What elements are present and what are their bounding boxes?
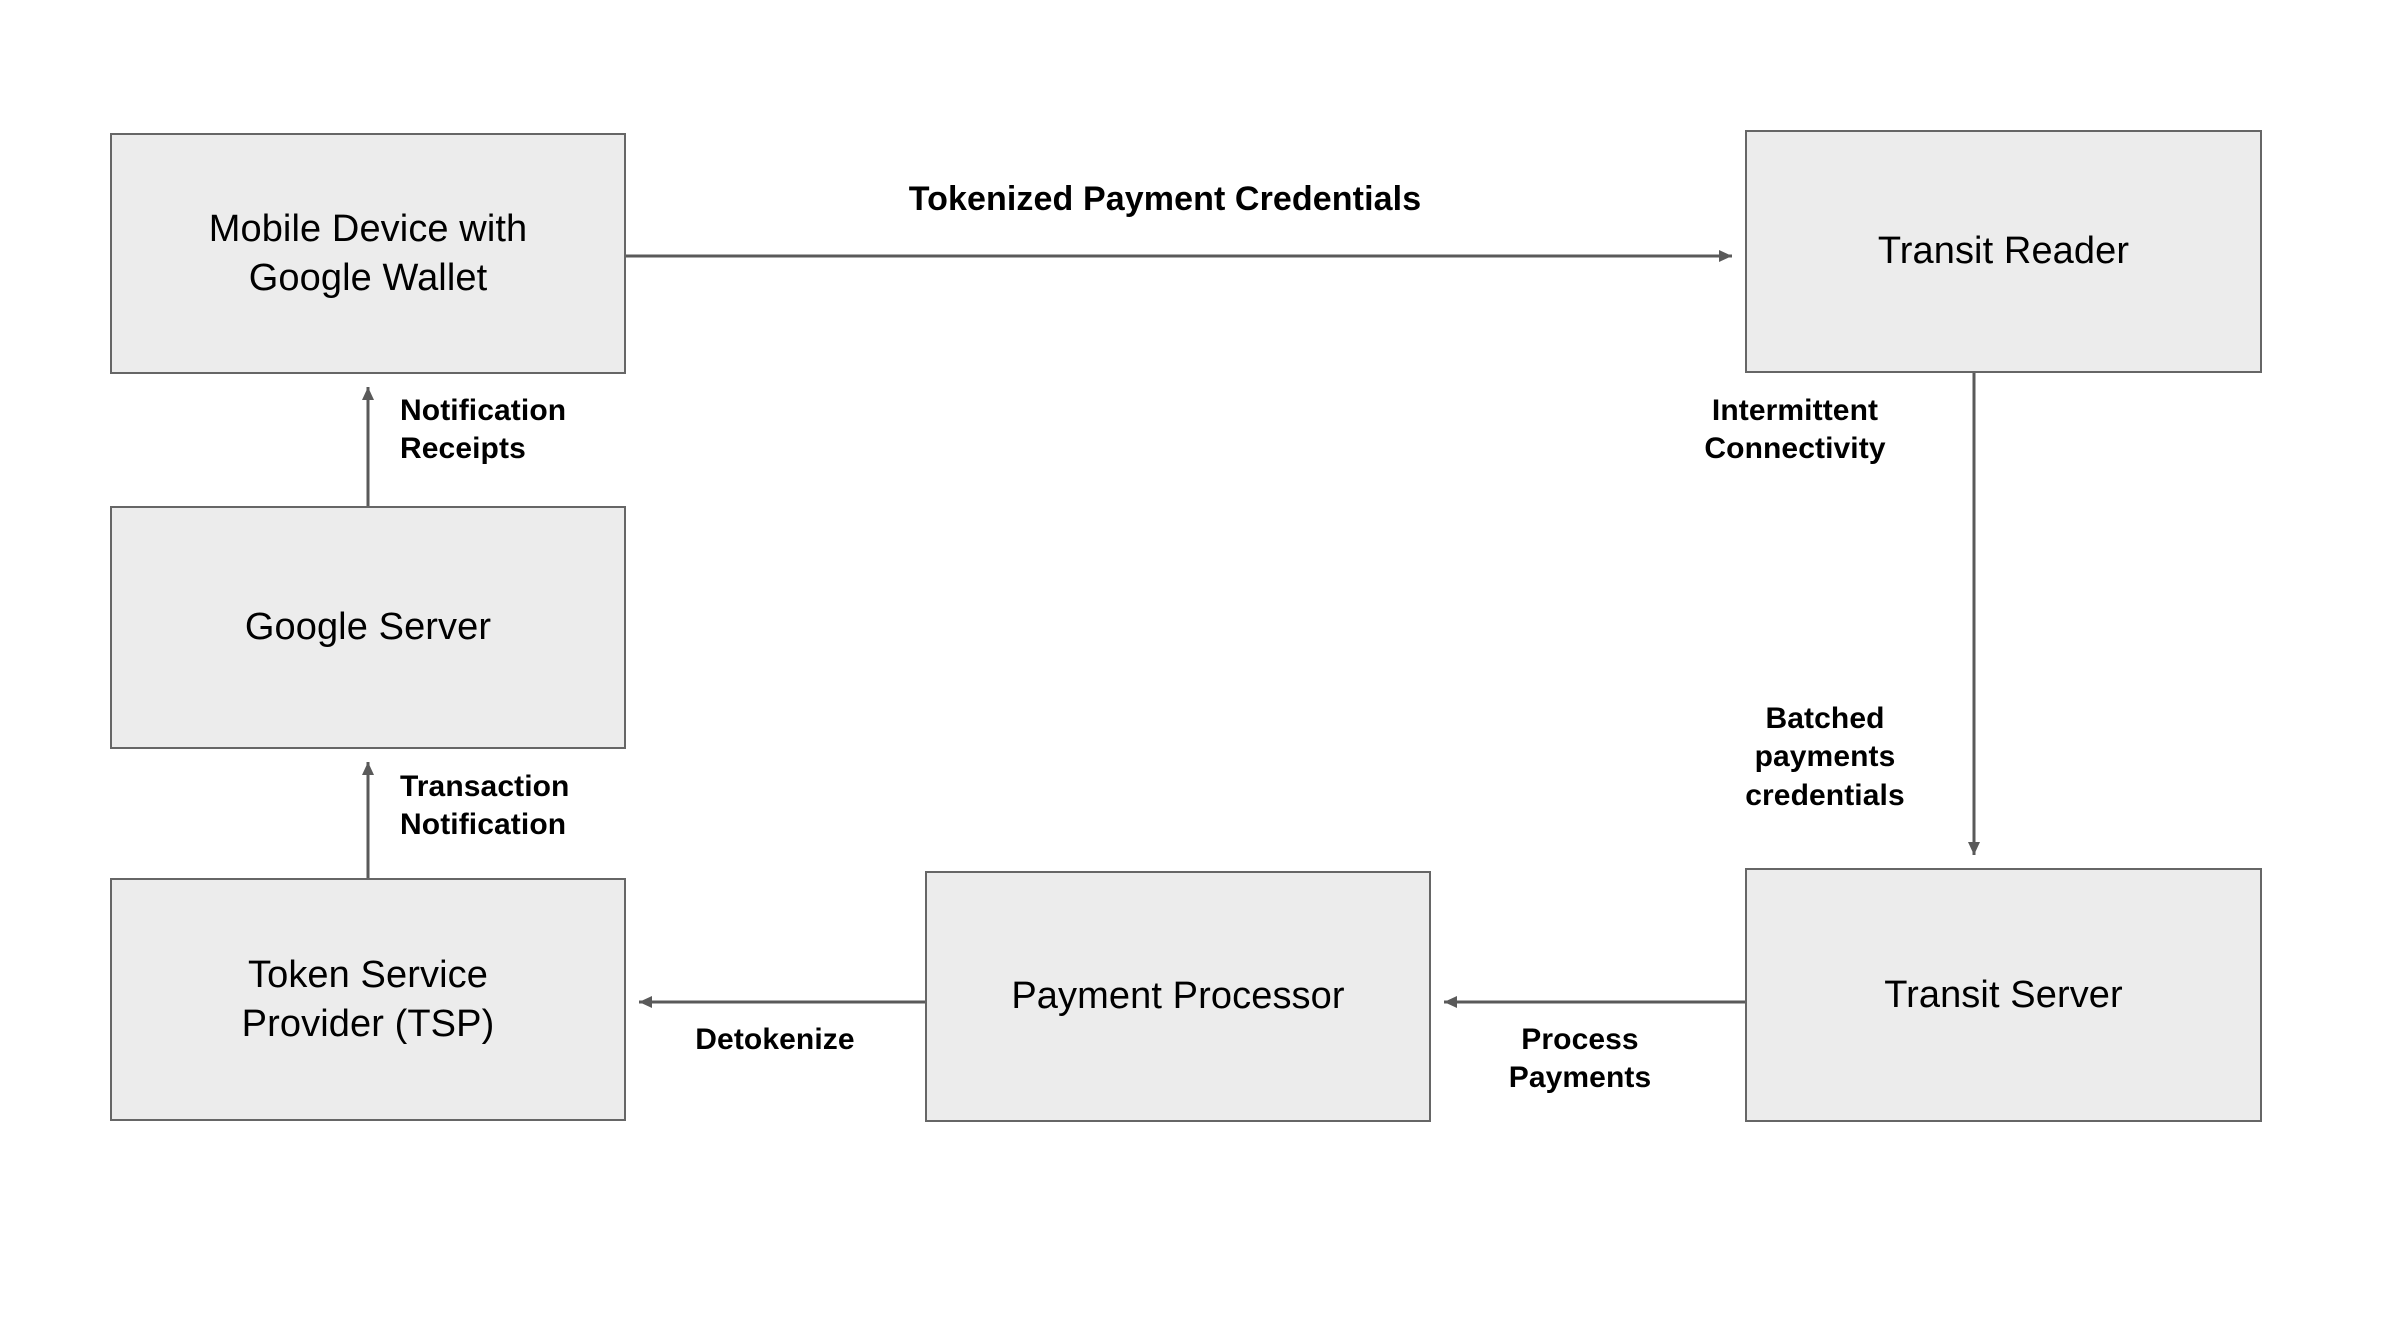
edge-label-transaction-notification: Transaction Notification <box>400 770 570 842</box>
node-mobile-device-label: Mobile Device with Google Wallet <box>208 207 528 299</box>
node-mobile-device[interactable]: Mobile Device with Google Wallet <box>110 133 626 374</box>
edge-label-tokenized-payment-credentials: Tokenized Payment Credentials <box>908 180 1422 218</box>
node-google-server-label: Google Server <box>244 606 492 649</box>
edge-label-intermittent-connectivity: Intermittent Connectivity <box>1704 394 1886 466</box>
node-transit-server-label: Transit Server <box>1884 973 2123 1016</box>
edge-label-notification-receipts: Notification Receipts <box>400 394 567 466</box>
node-transit-reader-label: Transit Reader <box>1877 230 2130 273</box>
node-token-service-provider-label: Token Service Provider (TSP) <box>241 953 495 1045</box>
edge-label-process-payments: Process Payments <box>1508 1023 1652 1095</box>
node-payment-processor[interactable]: Payment Processor <box>925 871 1431 1122</box>
node-payment-processor-label: Payment Processor <box>1011 975 1345 1018</box>
edge-label-detokenize: Detokenize <box>695 1023 855 1056</box>
node-transit-reader[interactable]: Transit Reader <box>1745 130 2262 373</box>
node-token-service-provider[interactable]: Token Service Provider (TSP) <box>110 878 626 1121</box>
node-transit-server[interactable]: Transit Server <box>1745 868 2262 1122</box>
node-google-server[interactable]: Google Server <box>110 506 626 749</box>
edge-label-batched-payments-credentials: Batched payments credentials <box>1745 702 1905 812</box>
